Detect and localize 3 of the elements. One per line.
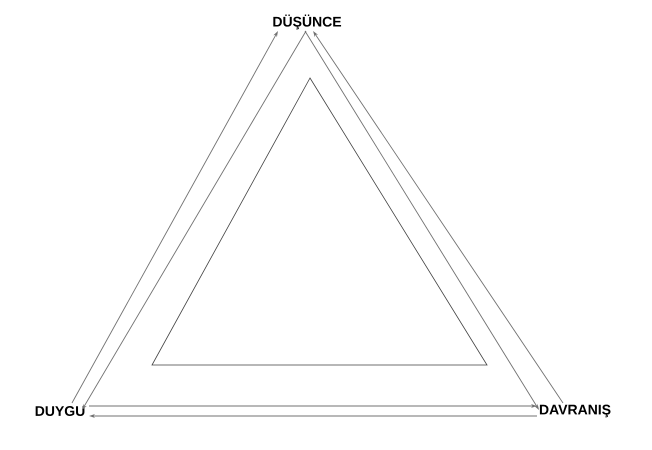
node-label: DAVRANIŞ <box>540 404 610 418</box>
node-label: DUYGU <box>36 406 84 416</box>
node-label: DÜŞÜNCE <box>273 14 342 30</box>
